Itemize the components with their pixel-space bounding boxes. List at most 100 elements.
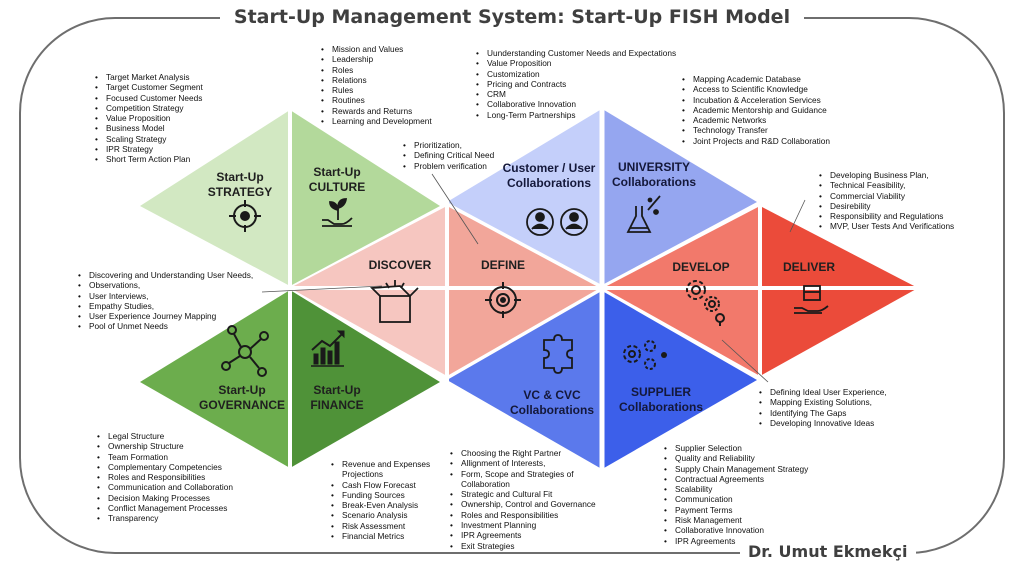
list-item: Legal Structure [97,431,233,442]
segment-finance [290,290,440,468]
cogs-icon [623,340,667,370]
list-item: Leadership [321,54,432,65]
list-item: Short Term Action Plan [95,154,203,165]
list-item: Exit Strategies [450,541,596,552]
list-item: Break-Even Analysis [331,500,430,511]
list-item: User Experience Journey Mapping [78,311,253,322]
list-item: Empathy Studies, [78,301,253,312]
list-define: Prioritization,Defining Critical NeedPro… [400,140,494,171]
list-item: Responsibility and Regulations [819,211,954,222]
list-deliver: Developing Business Plan,Technical Feasi… [816,170,954,232]
list-item: MVP, User Tests And Verifications [819,221,954,232]
segment-strategy [140,110,290,286]
list-item: Target Customer Segment [95,82,203,93]
list-item: Team Formation [97,452,233,463]
leader-deliver [789,199,806,233]
network-icon [221,325,269,377]
list-item: Communication and Collaboration [97,482,233,493]
list-item: Desirebility [819,201,954,212]
users-icon [526,208,588,236]
list-item: Pool of Unmet Needs [78,321,253,332]
list-item: Collaboration [461,478,510,489]
label-deliver: DELIVER [782,260,835,274]
list-item: Pricing and Contracts [476,79,676,90]
page-title: Start-Up Management System: Start-Up FIS… [0,6,1024,28]
list-item: Mapping Existing Solutions, [759,397,887,408]
list-item: Relations [321,75,432,86]
label-discover: DISCOVER [368,258,432,272]
list-item: Joint Projects and R&D Collaboration [682,136,830,147]
list-item: Technology Transfer [682,125,830,136]
list-item: Rewards and Returns [321,106,432,117]
list-item: Business Model [95,123,203,134]
list-item: User Interviews, [78,291,253,302]
segment-governance [140,290,290,468]
list-item: Competition Strategy [95,103,203,114]
gears-icon [686,280,725,326]
list-customer: Uunderstanding Customer Needs and Expect… [473,48,676,120]
list-item: Academic Mentorship and Guidance [682,105,830,116]
hand-box-icon [794,285,829,314]
open-box-icon [369,280,419,323]
list-finance: Revenue and ExpensesProjectionsCash Flow… [328,459,430,542]
puzzle-icon [543,334,573,374]
list-item: Developing Business Plan, [819,170,954,181]
list-item: Supply Chain Management Strategy [664,464,808,475]
segment-supplier [604,292,757,468]
list-item: Discovering and Understanding User Needs… [78,270,253,281]
segment-deliver [760,206,918,376]
list-item: Funding Sources [331,490,430,501]
list-item: Contractual Agreements [664,474,808,485]
list-item: IPR Agreements [450,530,596,541]
list-item: Investment Planning [450,520,596,531]
list-item: Transparency [97,513,233,524]
list-governance: Legal StructureOwnership StructureTeam F… [94,431,233,524]
leader-define [431,173,479,245]
list-item: Identifying The Gaps [759,408,887,419]
list-supplier: Supplier SelectionQuality and Reliabilit… [661,443,808,546]
list-item: Allignment of Interests, [450,458,596,469]
list-item: Scaling Strategy [95,134,203,145]
segment-discover [290,206,447,376]
list-item: IPR Agreements [664,536,808,547]
growth-chart-icon [311,330,345,367]
list-item: Customization [476,69,676,80]
list-develop: Defining Ideal User Experience,Mapping E… [756,387,887,428]
list-item: Learning and Development [321,116,432,127]
list-item: Decision Making Processes [97,493,233,504]
plant-hand-icon [322,198,353,227]
list-item: Scenario Analysis [331,510,430,521]
list-item: Observations, [78,280,253,291]
list-item: Uunderstanding Customer Needs and Expect… [476,48,676,59]
list-item: Academic Networks [682,115,830,126]
list-item: Risk Assessment [331,521,430,532]
list-item: Supplier Selection [664,443,808,454]
flask-icon [626,195,661,233]
list-item: Roles [321,65,432,76]
list-item: Ownership Structure [97,441,233,452]
list-strategy: Target Market AnalysisTarget Customer Se… [92,72,203,165]
list-item: Mapping Academic Database [682,74,830,85]
list-item: Defining Ideal User Experience, [759,387,887,398]
list-item: Quality and Reliability [664,453,808,464]
segment-customer [447,110,600,284]
leader-discover [261,285,383,293]
list-university: Mapping Academic DatabaseAccess to Scien… [679,74,830,146]
segment-develop [603,206,760,376]
list-item: Ownership, Control and Governance [450,499,596,510]
list-item: Collaborative Innovation [476,99,676,110]
list-item: Incubation & Acceleration Services [682,95,830,106]
list-item: Defining Critical Need [403,150,494,161]
list-item: Cash Flow Forecast [331,480,430,491]
leader-develop [721,339,769,383]
list-item: Commercial Viability [819,191,954,202]
crosshair-icon [485,282,521,318]
list-item: Value Proposition [95,113,203,124]
list-culture: Mission and ValuesLeadershipRolesRelatio… [318,44,432,127]
